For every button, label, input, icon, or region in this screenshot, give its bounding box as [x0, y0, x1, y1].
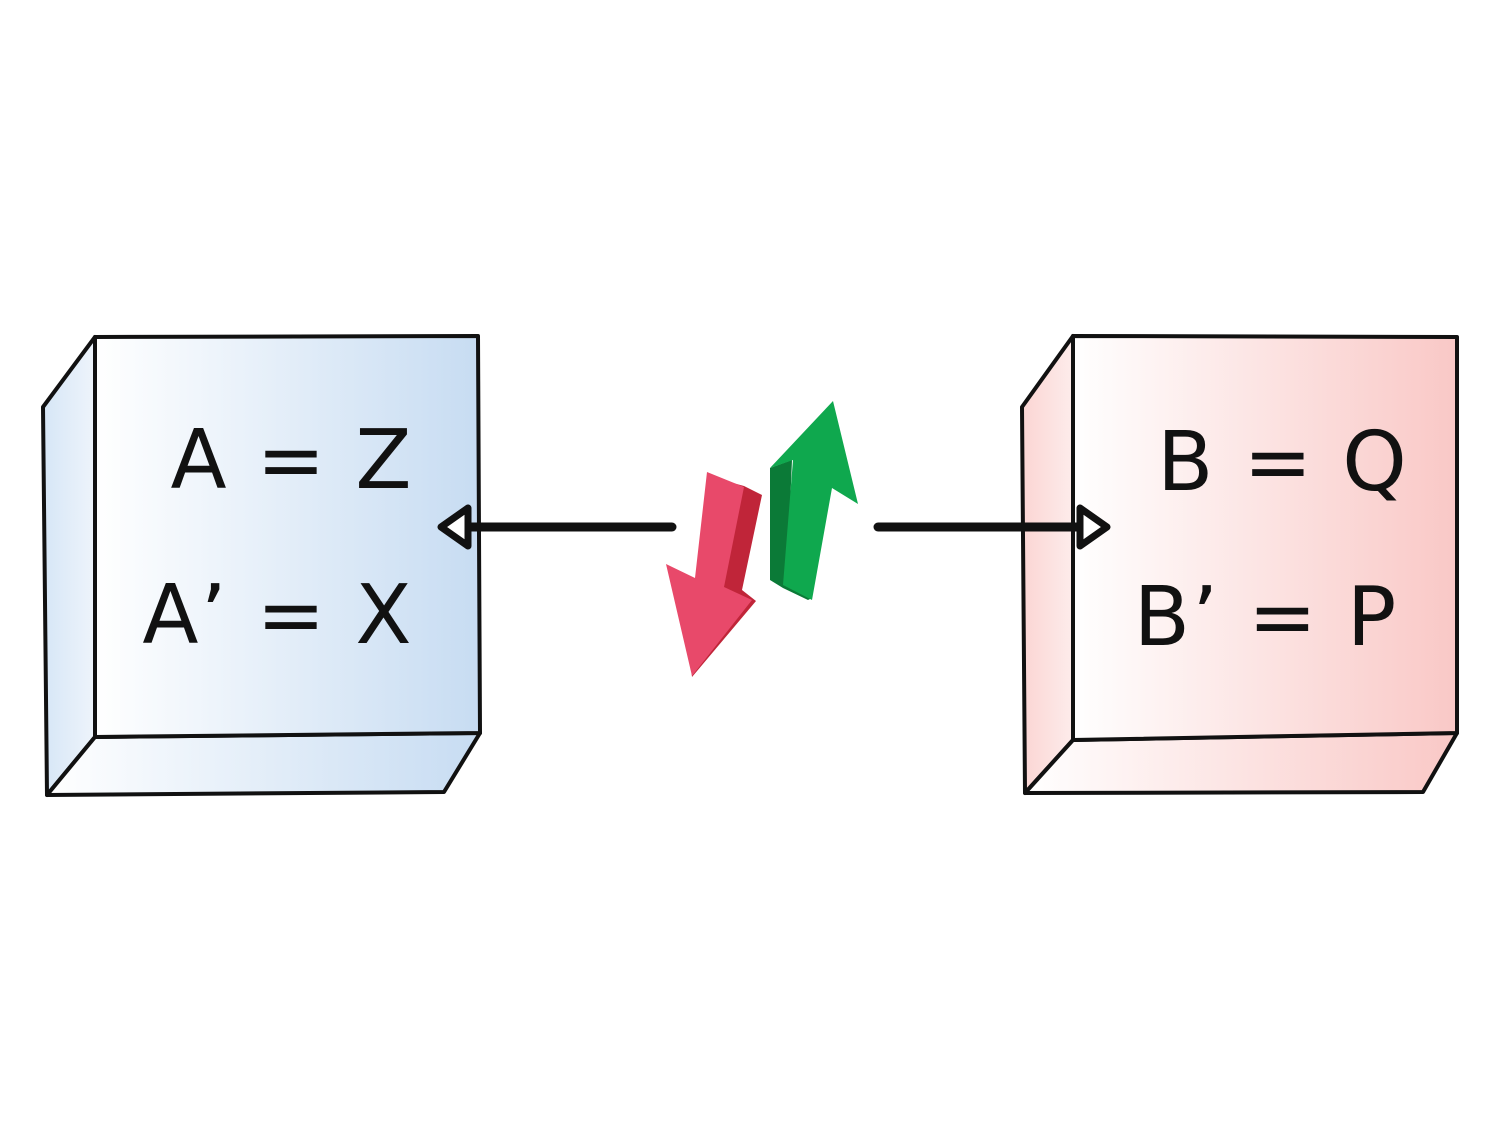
left-box-line2: A’ = X: [142, 568, 413, 663]
right-box-bottom-face: [1023, 731, 1459, 795]
right-box-front-face: [1071, 334, 1459, 742]
left-box: A = Z A’ = X: [41, 334, 482, 797]
arrowhead-right-icon: [1076, 504, 1111, 550]
right-box: B = Q B’ = P: [1020, 334, 1459, 795]
left-box-side-face: [41, 335, 97, 797]
up-arrow-shade: [770, 460, 812, 600]
right-connector: [873, 504, 1111, 550]
exchange-arrows-icon: [666, 401, 858, 677]
left-box-front-face: [93, 334, 482, 739]
left-connector: [437, 504, 677, 550]
right-box-line1: B = Q: [1157, 415, 1409, 510]
down-arrow-face: [666, 472, 752, 676]
right-box-side-face: [1020, 334, 1075, 795]
up-arrow-face: [770, 401, 858, 600]
left-box-bottom-face: [45, 731, 482, 797]
right-box-line2: B’ = P: [1134, 570, 1399, 665]
left-box-line1: A = Z: [170, 413, 413, 508]
arrowhead-left-icon: [437, 504, 472, 550]
